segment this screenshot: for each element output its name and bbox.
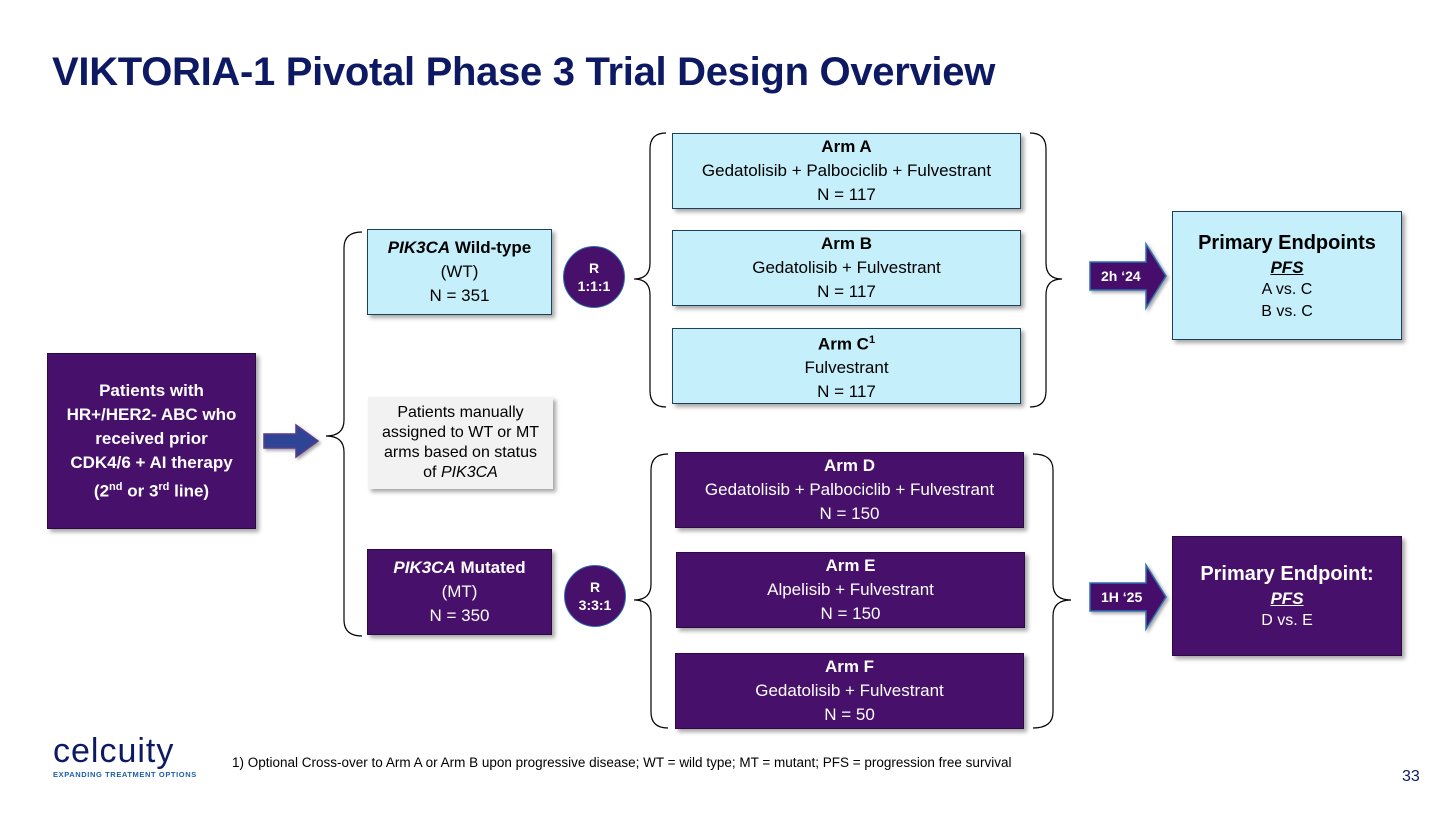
endpoint-wt-measure: PFS [1270, 257, 1304, 277]
arm-b-regimen: Gedatolisib + Fulvestrant [752, 258, 941, 277]
arm-b-name: Arm B [820, 234, 872, 253]
arm-e-box: Arm E Alpelisib + Fulvestrant N = 150 [676, 552, 1025, 628]
mt-cohort-title: PIK3CA Mutated [393, 558, 526, 577]
page-number: 33 [1402, 768, 1420, 785]
arm-a-box: Arm A Gedatolisib + Palbociclib + Fulves… [672, 133, 1021, 209]
wt-cohort-title: PIK3CA Wild-type [387, 238, 532, 257]
arm-e-n: N = 150 [820, 604, 881, 623]
patient-population-box: Patients with HR+/HER2- ABC who received… [47, 353, 256, 529]
assignment-note-box: Patients manually assigned to WT or MT a… [368, 397, 553, 489]
logo-tagline: EXPANDING TREATMENT OPTIONS [53, 770, 197, 779]
patients-line-4: CDK4/6 + AI therapy [70, 452, 233, 472]
patients-line-2: HR+/HER2- ABC who [66, 404, 237, 424]
patients-line-1: Patients with [99, 380, 204, 400]
slide-title: VIKTORIA-1 Pivotal Phase 3 Trial Design … [52, 50, 996, 94]
timing-label-mt: 1H ‘25 [1101, 589, 1143, 605]
arm-a-name: Arm A [821, 137, 872, 156]
brace-arms-abc-right [1029, 132, 1063, 408]
wt-cohort-box: PIK3CA Wild-type (WT) N = 351 [367, 229, 552, 315]
arm-e-name: Arm E [825, 556, 876, 575]
arm-c-name: Arm C1 [817, 333, 876, 354]
brace-arms-def-left [633, 453, 669, 729]
arm-c-n: N = 117 [817, 382, 876, 402]
brace-arms-abc-left [633, 132, 667, 408]
arm-f-regimen: Gedatolisib + Fulvestrant [755, 681, 944, 700]
arm-c-box: Arm C1 Fulvestrant N = 117 [672, 328, 1021, 404]
randomization-circle-mt: R 3:3:1 [564, 565, 626, 627]
endpoint-wt-comparison-1: A vs. C [1261, 280, 1313, 298]
arm-b-n: N = 117 [817, 282, 876, 301]
arm-f-box: Arm F Gedatolisib + Fulvestrant N = 50 [675, 653, 1024, 729]
arrow-to-split [263, 423, 320, 459]
wt-cohort-n: N = 351 [429, 286, 490, 305]
endpoint-box-mt: Primary Endpoint: PFS D vs. E [1172, 536, 1402, 656]
arm-a-regimen: Gedatolisib + Palbociclib + Fulvestrant [701, 161, 992, 180]
mt-cohort-n: N = 350 [429, 606, 490, 625]
brace-arms-def-right [1032, 453, 1072, 729]
arrow-timing-mt [1089, 562, 1167, 632]
endpoint-box-wt: Primary Endpoints PFS A vs. C B vs. C [1172, 211, 1402, 340]
endpoint-wt-heading: Primary Endpoints [1198, 231, 1376, 254]
endpoint-mt-comparison-1: D vs. E [1261, 612, 1313, 629]
wt-cohort-abbr: (WT) [440, 262, 479, 281]
mt-cohort-box: PIK3CA Mutated (MT) N = 350 [367, 549, 552, 635]
arm-c-regimen: Fulvestrant [804, 358, 889, 378]
arm-f-n: N = 50 [824, 705, 875, 724]
timing-label-wt: 2h ‘24 [1101, 268, 1141, 284]
arm-b-box: Arm B Gedatolisib + Fulvestrant N = 117 [672, 230, 1021, 306]
celcuity-logo: celcuity EXPANDING TREATMENT OPTIONS [53, 734, 197, 779]
endpoint-wt-comparison-2: B vs. C [1261, 302, 1313, 320]
arm-d-regimen: Gedatolisib + Palbociclib + Fulvestrant [704, 480, 995, 499]
randomization-circle-wt: R 1:1:1 [563, 246, 625, 308]
arm-d-name: Arm D [823, 456, 875, 475]
mt-cohort-abbr: (MT) [441, 582, 478, 601]
patients-line-5: (2nd or 3rd line) [93, 480, 210, 501]
arm-d-box: Arm D Gedatolisib + Palbociclib + Fulves… [675, 452, 1024, 528]
patients-line-3: received prior [95, 428, 208, 448]
arm-a-n: N = 117 [817, 185, 876, 204]
endpoint-mt-measure: PFS [1270, 589, 1304, 608]
footnote: 1) Optional Cross-over to Arm A or Arm B… [232, 755, 1012, 770]
brace-wt-mt [325, 231, 363, 637]
endpoint-mt-heading: Primary Endpoint: [1200, 563, 1374, 585]
logo-wordmark: celcuity [53, 732, 175, 770]
arm-e-regimen: Alpelisib + Fulvestrant [767, 580, 934, 599]
arm-d-n: N = 150 [819, 504, 880, 523]
arm-f-name: Arm F [824, 657, 875, 676]
arrow-timing-wt [1089, 241, 1167, 311]
